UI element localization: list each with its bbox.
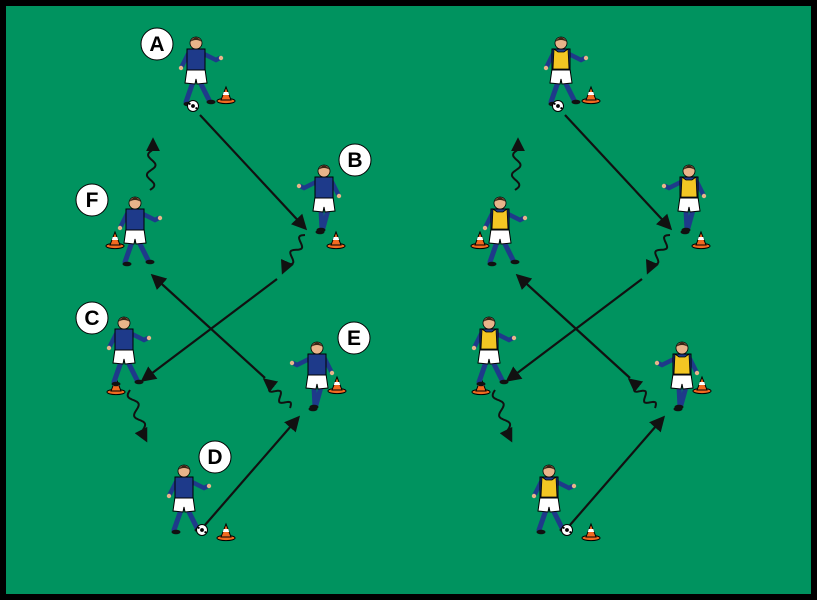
cone-icon [691, 230, 711, 250]
position-label-f: F [75, 183, 109, 217]
left-dribble-f [145, 137, 160, 191]
left-dribble-b [280, 234, 306, 275]
left-player-e [289, 341, 335, 412]
position-label-text: F [86, 189, 99, 212]
right-dribble-e [627, 378, 657, 409]
right-player-d [531, 464, 577, 535]
right-player-b [661, 164, 707, 235]
ball-icon [561, 524, 573, 536]
left-pass-a-to-b [199, 114, 308, 231]
cone-icon [470, 230, 490, 250]
left-pass-d-to-e [204, 415, 301, 526]
position-label-text: B [347, 149, 362, 172]
cone-icon [105, 230, 125, 250]
ball-icon [187, 100, 199, 112]
cone-icon [581, 85, 601, 105]
cone-icon [327, 375, 347, 395]
left-player-a [178, 36, 224, 107]
right-dribble-f [510, 137, 525, 191]
left-pass-e-to-f [150, 273, 266, 379]
cone-icon [692, 375, 712, 395]
right-player-a [543, 36, 589, 107]
cone-icon [581, 522, 601, 542]
cone-icon [326, 230, 346, 250]
cone-icon [216, 522, 236, 542]
right-player-e [654, 341, 700, 412]
position-label-text: D [207, 446, 222, 469]
position-label-d: D [198, 440, 232, 474]
position-label-e: E [337, 321, 371, 355]
right-dribble-b [645, 234, 671, 275]
right-pass-a-to-b [564, 114, 673, 231]
right-player-f [482, 196, 528, 267]
ball-icon [552, 100, 564, 112]
right-dribble-c [491, 389, 513, 443]
position-label-b: B [338, 143, 372, 177]
left-player-d [166, 464, 212, 535]
position-label-a: A [140, 27, 174, 61]
right-player-c [471, 316, 517, 387]
right-pass-b-to-c [505, 278, 643, 382]
left-dribble-c [126, 389, 148, 443]
position-label-c: C [75, 301, 109, 335]
left-dribble-e [262, 378, 292, 409]
ball-icon [196, 524, 208, 536]
left-pass-b-to-c [140, 278, 278, 382]
cone-icon [216, 85, 236, 105]
left-player-c [106, 316, 152, 387]
right-pass-d-to-e [569, 415, 666, 526]
left-player-b [296, 164, 342, 235]
position-label-text: C [84, 307, 99, 330]
right-pass-e-to-f [515, 273, 631, 379]
left-player-f [117, 196, 163, 267]
position-label-text: A [149, 33, 164, 56]
position-label-text: E [347, 327, 361, 350]
